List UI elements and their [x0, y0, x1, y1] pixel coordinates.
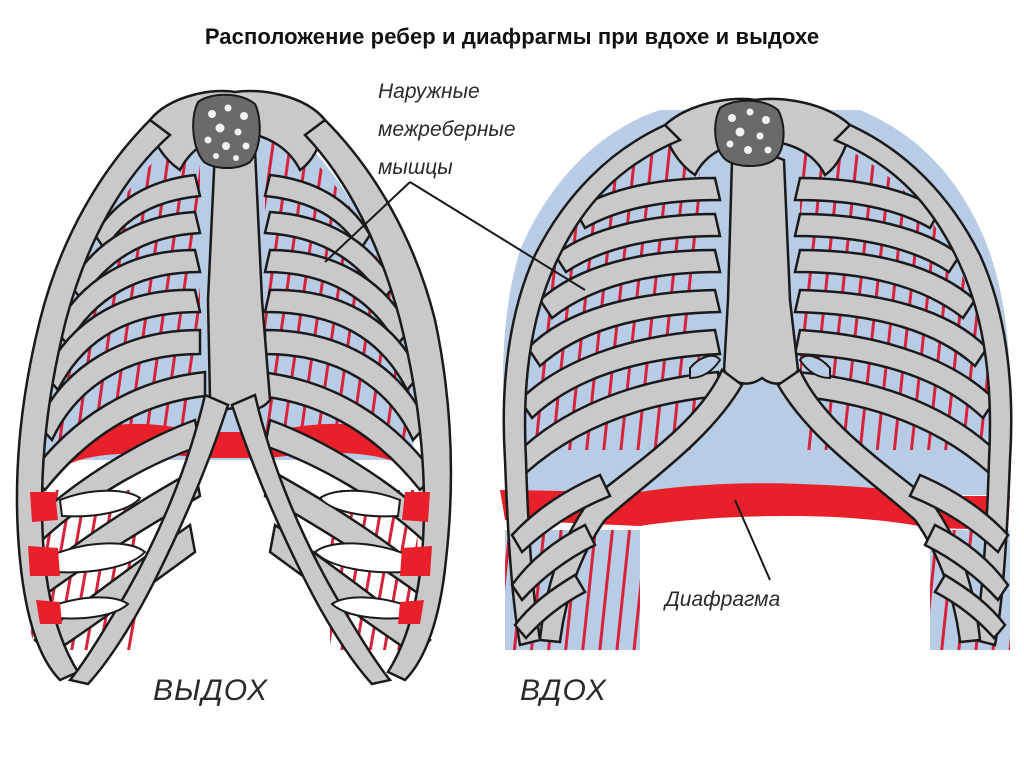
inhale-center-gaps	[689, 354, 831, 380]
exhale-vertebra	[192, 93, 261, 169]
exhale-lower-gaps	[50, 489, 410, 620]
inhale-rib-cage	[500, 97, 1013, 650]
inhale-diaphragm	[640, 483, 930, 528]
muscles-label-line3: мышцы	[378, 156, 453, 179]
leader-lines	[324, 181, 771, 581]
exhale-diaphragm	[60, 423, 412, 470]
muscles-leader-left	[324, 181, 411, 263]
diaphragm-leader	[734, 499, 771, 581]
exhale-label: ВЫДОХ	[153, 674, 268, 707]
inhale-label: ВДОХ	[520, 674, 607, 707]
page-title: Расположение ребер и диафрагмы при вдохе…	[204, 24, 820, 49]
muscles-label-line2: межреберные	[378, 118, 516, 141]
muscles-label-line1: Наружные	[378, 80, 480, 103]
muscles-leader-right	[409, 181, 586, 291]
exhale-lower-red	[28, 492, 432, 624]
inhale-vertebra	[714, 99, 785, 167]
diaphragm-label: Диафрагма	[663, 588, 780, 611]
exhale-rib-cage	[15, 89, 453, 686]
